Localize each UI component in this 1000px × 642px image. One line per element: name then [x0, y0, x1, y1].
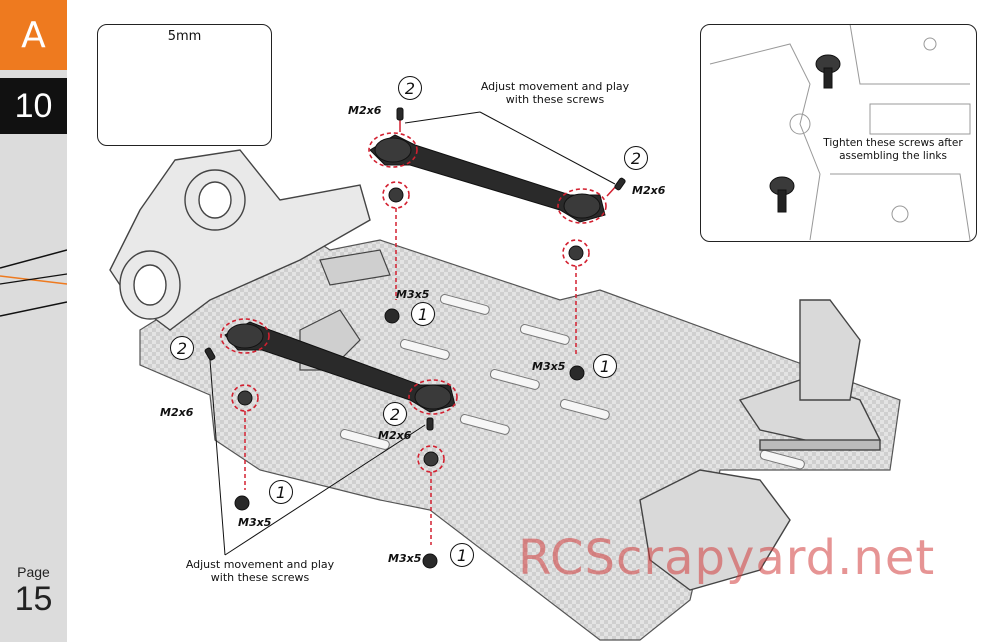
step-circle: 1: [411, 302, 435, 326]
front-suspension: [639, 299, 881, 591]
step-number-tab: 10: [0, 78, 67, 134]
step-circle: 2: [383, 402, 407, 426]
screws: [204, 107, 626, 569]
detail-inset-note: Tighten these screws after assembling th…: [823, 137, 963, 163]
callout-bottom: Adjust movement and play with these scre…: [185, 558, 335, 585]
callout-top: Adjust movement and play with these scre…: [480, 80, 630, 107]
step-circle: 1: [269, 480, 293, 504]
highlight-circles: [220, 132, 607, 473]
screw-label-m3-b: M3x5: [532, 360, 566, 373]
sidebar: A 10 Page 15: [0, 0, 67, 642]
detail-inset: Tighten these screws after assembling th…: [700, 24, 977, 242]
rear-bulkhead: [109, 149, 371, 331]
watermark: RCScrapyard.net: [518, 530, 936, 586]
page-label: Page: [17, 564, 50, 580]
step-circle: 2: [398, 76, 422, 100]
plate-slots: [339, 294, 805, 470]
screw-label-m3-c: M3x5: [238, 516, 272, 529]
screw-label-m2-mid: M2x6: [378, 429, 412, 442]
detail-inset-drawing: [709, 23, 971, 241]
ball-size-label: 5mm: [167, 29, 202, 44]
step-circle: 2: [170, 336, 194, 360]
screw-label-m3-a: M3x5: [396, 288, 430, 301]
ball-stud-inset: 5mm: [97, 24, 272, 146]
page-number: 15: [14, 580, 53, 618]
upper-link: [369, 134, 606, 223]
step-circle: 1: [593, 354, 617, 378]
screw-label-m2-top-right: M2x6: [632, 184, 666, 197]
sidebar-decoration: [0, 249, 67, 317]
screw-label-m2-top-left: M2x6: [348, 104, 382, 117]
ball-studs: [237, 187, 584, 467]
section-tab: A: [0, 0, 67, 70]
step-circle: 1: [450, 543, 474, 567]
callout-leaders: [209, 111, 616, 556]
screw-label-m3-d: M3x5: [388, 552, 422, 565]
screw-label-m2-left: M2x6: [160, 406, 194, 419]
step-circle: 2: [624, 146, 648, 170]
